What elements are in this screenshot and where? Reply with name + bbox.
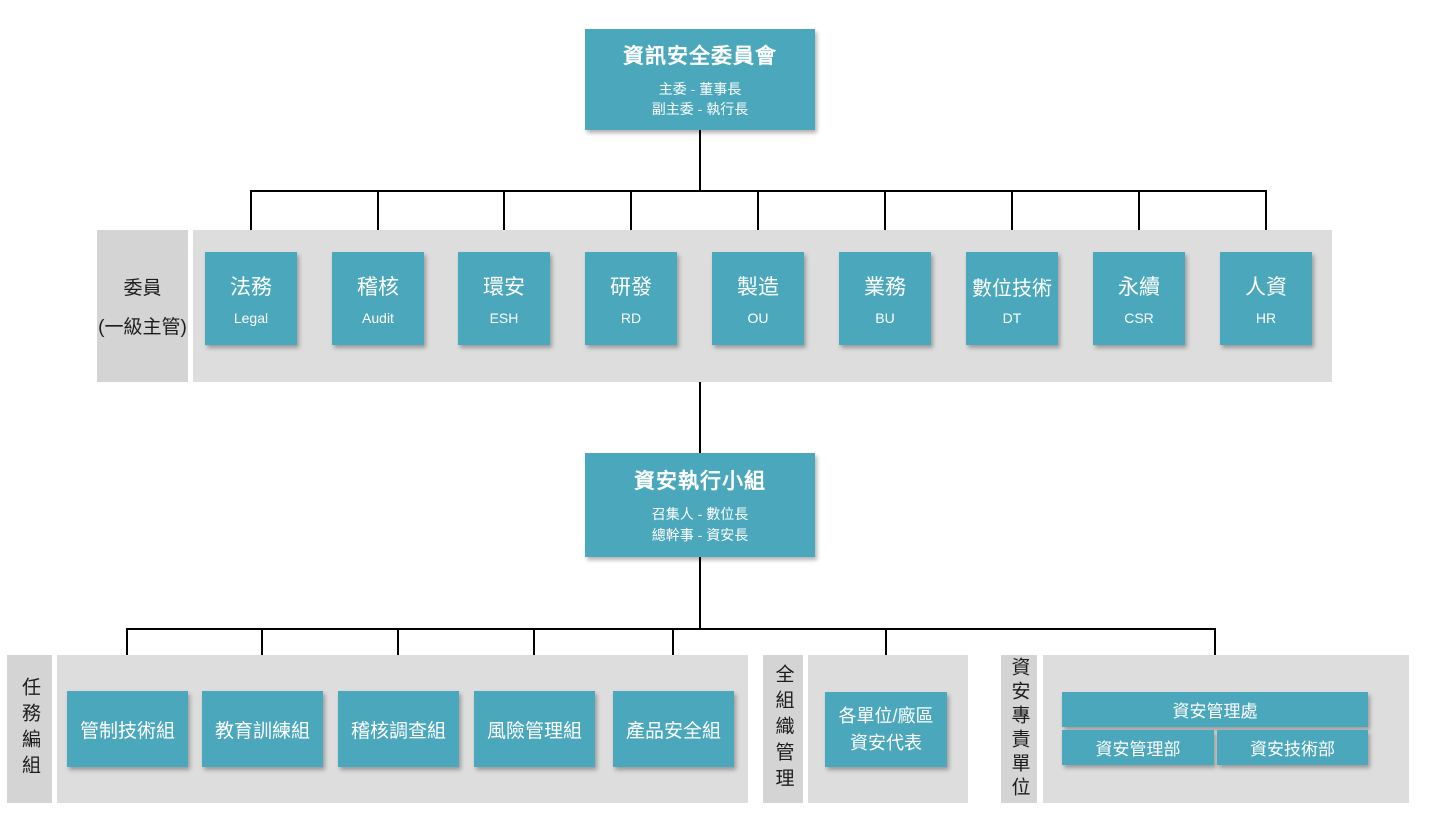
connector-drop-hr [1265, 190, 1267, 252]
task-groups-label-text: 任務編組 [19, 677, 40, 781]
security-representatives-box: 各單位/廠區 資安代表 [825, 692, 947, 767]
member-zh-label: 研發 [610, 276, 652, 299]
committee-title: 資訊安全委員會 [623, 44, 777, 68]
connector-drop-ou [757, 190, 759, 252]
member-en-label: DT [1002, 309, 1022, 326]
member-box-audit: 稽核 Audit [332, 252, 424, 345]
member-zh-label: 法務 [230, 276, 272, 299]
members-tier-label: 委員 (一級主管) [97, 230, 188, 382]
member-box-ou: 製造 OU [712, 252, 804, 345]
member-en-label: OU [747, 310, 769, 326]
execution-team-box: 資安執行小組 召集人 - 數位長 總幹事 - 資安長 [585, 453, 815, 557]
connector-drop-csr [1138, 190, 1140, 252]
connector-drop-legal [250, 190, 252, 252]
execution-team-title: 資安執行小組 [634, 470, 766, 494]
member-zh-label: 業務 [864, 276, 906, 299]
task-box-risk-management: 風險管理組 [474, 691, 595, 767]
security-management-division-box: 資安管理處 [1062, 692, 1368, 727]
org-wide-label-text: 全組織管理 [772, 664, 794, 794]
member-box-legal: 法務 Legal [205, 252, 297, 345]
member-box-dt: 數位技術 DT [966, 252, 1058, 345]
committee-subtitle: 主委 - 董事長 副主委 - 執行長 [652, 79, 748, 120]
connector-drop-bu [884, 190, 886, 252]
member-box-hr: 人資 HR [1220, 252, 1312, 345]
member-box-bu: 業務 BU [839, 252, 931, 345]
task-box-control-tech: 管制技術組 [67, 691, 188, 767]
dedicated-unit-label: 資安專責單位 [1001, 655, 1037, 803]
connector-drop-rd [630, 190, 632, 252]
connector-drop-audit [377, 190, 379, 252]
execution-team-subtitle-line2: 總幹事 - 資安長 [651, 526, 749, 543]
org-wide-label: 全組織管理 [763, 655, 803, 803]
connector-bottom-trunk [699, 557, 701, 628]
member-zh-label: 人資 [1245, 276, 1287, 299]
committee-subtitle-line2: 副主委 - 執行長 [651, 101, 749, 117]
member-en-label: Legal [233, 310, 269, 326]
connector-top-trunk [699, 129, 701, 191]
task-box-product-security: 產品安全組 [613, 691, 734, 767]
security-management-dept-box: 資安管理部 [1062, 730, 1214, 765]
task-groups-label: 任務編組 [7, 655, 52, 803]
task-box-education-training: 教育訓練組 [202, 691, 323, 767]
connector-drop-dt [1011, 190, 1013, 252]
member-en-label: Audit [362, 310, 394, 326]
committee-subtitle-line1: 主委 - 董事長 [658, 80, 742, 97]
member-box-csr: 永續 CSR [1093, 252, 1185, 345]
member-zh-label: 稽核 [357, 276, 399, 299]
member-en-label: BU [875, 310, 895, 326]
security-representatives-line2: 資安代表 [850, 732, 922, 753]
security-technology-dept-box: 資安技術部 [1217, 730, 1368, 765]
task-box-audit-investigation: 稽核調查組 [338, 691, 459, 767]
execution-team-subtitle-line1: 召集人 - 數位長 [651, 506, 749, 523]
connector-drop-esh [503, 190, 505, 252]
dedicated-unit-band [1043, 655, 1409, 803]
committee-box: 資訊安全委員會 主委 - 董事長 副主委 - 執行長 [585, 29, 815, 130]
member-zh-label: 永續 [1118, 276, 1160, 299]
members-tier-label-line2: (一級主管) [98, 317, 187, 338]
members-tier-label-line1: 委員 [123, 278, 162, 299]
member-zh-label: 數位技術 [972, 277, 1052, 300]
member-en-label: RD [620, 310, 642, 326]
connector-mid-trunk [699, 382, 701, 453]
execution-team-subtitle: 召集人 - 數位長 總幹事 - 資安長 [652, 504, 748, 545]
member-en-label: HR [1255, 310, 1277, 326]
member-en-label: ESH [489, 310, 519, 326]
member-zh-label: 製造 [737, 276, 779, 299]
member-zh-label: 環安 [483, 276, 525, 299]
member-box-esh: 環安 ESH [458, 252, 550, 345]
member-en-label: CSR [1124, 310, 1154, 326]
member-box-rd: 研發 RD [585, 252, 677, 345]
connector-bottom-rail [126, 628, 1216, 630]
security-representatives-line1: 各單位/廠區 [838, 706, 934, 727]
dedicated-unit-label-text: 資安專責單位 [1008, 657, 1030, 801]
